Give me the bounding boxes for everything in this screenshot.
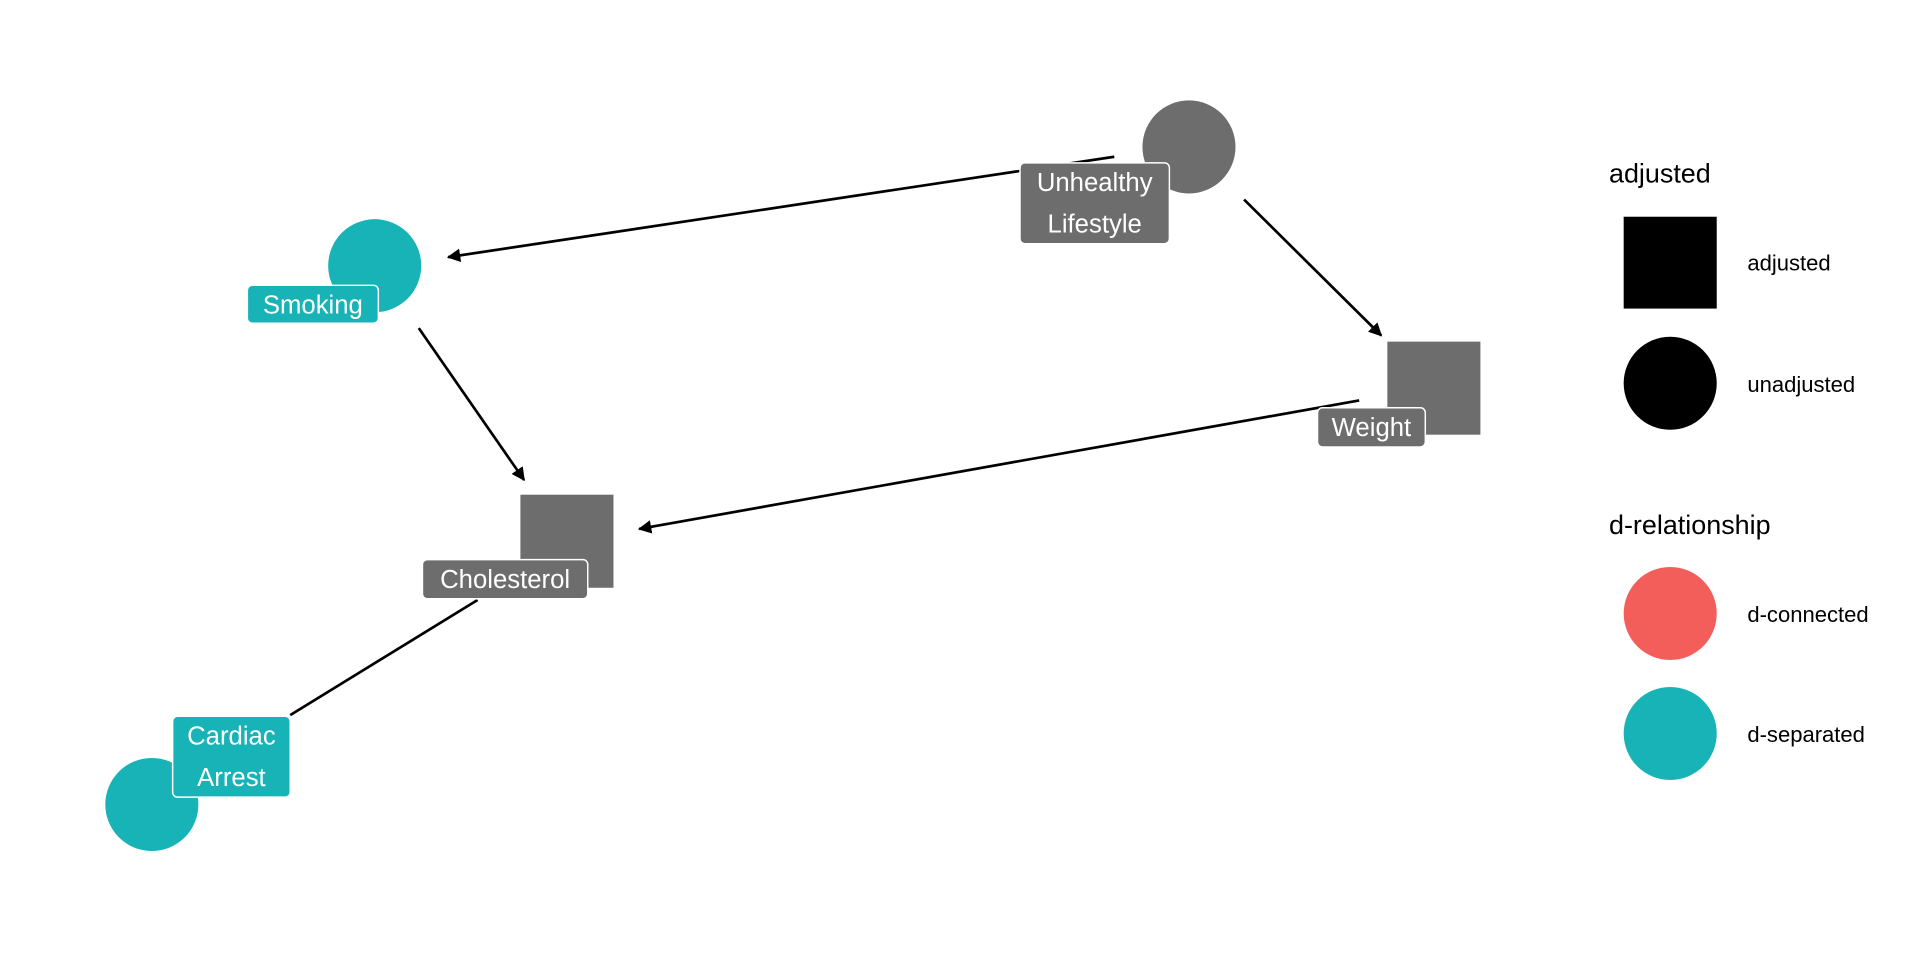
node-label-box — [246, 284, 380, 324]
node-label-box — [421, 558, 589, 600]
node-label: Arrest — [197, 764, 266, 792]
node-label-box — [1019, 162, 1171, 245]
legend: adjusted adjusted unadjusted d-relations… — [1609, 158, 1869, 780]
edge-cholesterol-to-cardiac — [289, 598, 479, 717]
node-label: Cholesterol — [440, 566, 570, 594]
node-smoking: Smoking — [246, 219, 422, 324]
legend-item-adjusted: adjusted — [1747, 251, 1830, 276]
legend-item-d-connected: d-connected — [1747, 602, 1868, 627]
edge-weight-to-cholesterol — [637, 399, 1360, 534]
node-label-box — [171, 715, 291, 798]
node-label: Smoking — [263, 291, 363, 319]
legend-adjusted-square-icon — [1623, 216, 1717, 309]
edge-unhealthy-to-smoking — [446, 155, 1115, 262]
legend-title-adjusted: adjusted — [1609, 158, 1711, 188]
edge-unhealthy-to-weight — [1243, 198, 1383, 337]
edges-layer — [289, 155, 1383, 717]
legend-d-connected-circle-icon — [1623, 566, 1717, 660]
legend-unadjusted-circle-icon — [1623, 336, 1717, 430]
node-weight: Weight — [1316, 341, 1481, 448]
edge-smoking-to-cholesterol — [417, 327, 526, 482]
legend-item-d-separated: d-separated — [1747, 722, 1865, 747]
node-label: Unhealthy — [1037, 169, 1153, 197]
node-cholesterol: Cholesterol — [421, 494, 614, 600]
node-label: Weight — [1332, 414, 1412, 442]
node-label-box — [1316, 407, 1427, 448]
legend-d-separated-circle-icon — [1623, 686, 1717, 780]
nodes-layer: UnhealthyLifestyleSmokingWeightCholester… — [105, 100, 1481, 852]
node-label: Lifestyle — [1048, 211, 1142, 239]
legend-item-unadjusted: unadjusted — [1747, 372, 1855, 397]
legend-title-d-relationship: d-relationship — [1609, 510, 1771, 540]
node-label: Cardiac — [187, 722, 276, 750]
